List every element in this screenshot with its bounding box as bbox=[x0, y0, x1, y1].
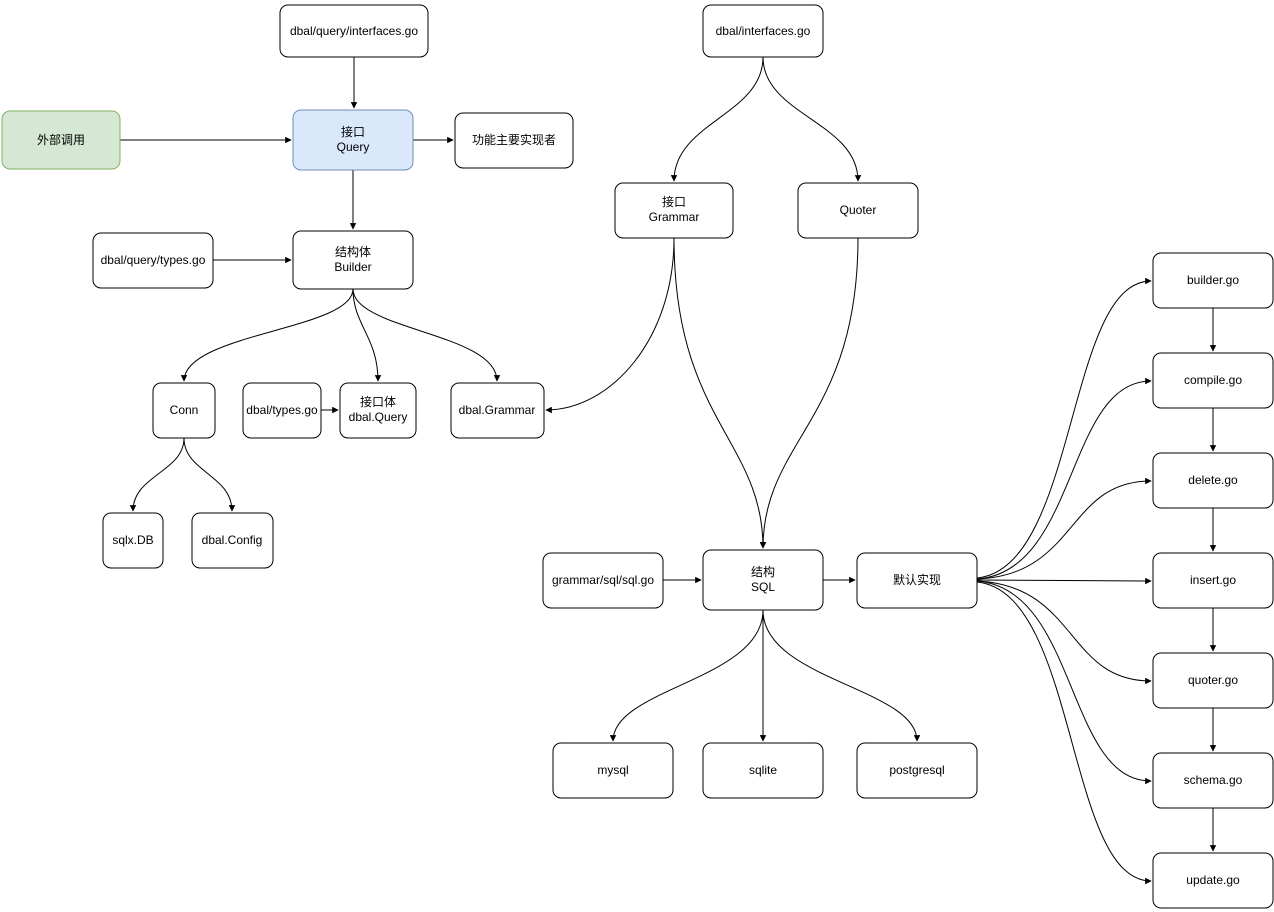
node-conn: Conn bbox=[152, 382, 216, 439]
node-dbal-query-struct-label-line2: dbal.Query bbox=[349, 410, 408, 424]
node-dbal-types-label: dbal/types.go bbox=[246, 403, 318, 417]
node-update-go: update.go bbox=[1152, 852, 1274, 909]
node-dbal-config-label: dbal.Config bbox=[202, 533, 263, 547]
node-builder-struct-label-line2: Builder bbox=[334, 260, 371, 274]
edge-sql-to-postgresql bbox=[762, 609, 921, 742]
node-schema-go-label: schema.go bbox=[1184, 773, 1243, 787]
node-sqlx-db-label: sqlx.DB bbox=[112, 533, 153, 547]
node-delete-go-label: delete.go bbox=[1188, 473, 1238, 487]
edge-grammar-to-sql bbox=[673, 237, 767, 549]
node-default-impl-label: 默认实现 bbox=[893, 572, 941, 587]
edge-quoter-to-sql bbox=[759, 237, 859, 549]
edge-default-impl-to-compile-go bbox=[976, 377, 1152, 580]
node-postgresql-label: postgresql bbox=[889, 763, 944, 777]
node-external-call: 外部调用 bbox=[1, 110, 121, 170]
node-dbal-config: dbal.Config bbox=[191, 512, 274, 569]
node-dbal-query-struct: 接口体 dbal.Query bbox=[339, 382, 417, 439]
node-builder-struct: 结构体 Builder bbox=[292, 230, 414, 290]
node-dbal-grammar: dbal.Grammar bbox=[450, 382, 545, 439]
edge-dbal-interfaces-to-grammar bbox=[670, 56, 764, 182]
node-conn-label: Conn bbox=[170, 403, 199, 417]
node-builder-go-label: builder.go bbox=[1187, 273, 1239, 287]
node-quoter-go-label: quoter.go bbox=[1188, 673, 1238, 687]
node-sql-struct-label-line1: 结构 bbox=[751, 564, 775, 579]
node-compile-go-label: compile.go bbox=[1184, 373, 1242, 387]
node-dbal-query-types-label: dbal/query/types.go bbox=[101, 253, 206, 267]
node-dbal-types: dbal/types.go bbox=[242, 382, 322, 439]
edge-sql-to-mysql bbox=[609, 609, 764, 742]
node-grammar-interface-label-line1: 接口 bbox=[662, 194, 686, 209]
node-default-impl: 默认实现 bbox=[856, 552, 978, 609]
edge-default-impl-to-schema-go bbox=[976, 580, 1152, 785]
node-builder-struct-label-line1: 结构体 bbox=[335, 244, 371, 259]
edge-dbal-interfaces-to-quoter bbox=[762, 56, 862, 182]
node-grammar-sql-go-label: grammar/sql/sql.go bbox=[552, 573, 654, 587]
node-insert-go-label: insert.go bbox=[1190, 573, 1236, 587]
edge-default-impl-to-update-go bbox=[976, 581, 1152, 885]
node-query-interface: 接口 Query bbox=[292, 109, 414, 171]
edge-builder-to-conn bbox=[180, 288, 354, 382]
node-mysql-label: mysql bbox=[597, 763, 628, 777]
edge-builder-to-dbal-grammar bbox=[352, 288, 501, 382]
edges-layer bbox=[120, 56, 1217, 885]
node-main-implementer: 功能主要实现者 bbox=[454, 112, 574, 169]
node-sql-struct-label-line2: SQL bbox=[751, 580, 775, 594]
node-dbal-query-types: dbal/query/types.go bbox=[92, 232, 214, 289]
node-grammar-sql-go: grammar/sql/sql.go bbox=[542, 552, 664, 609]
node-dbal-query-interfaces-label: dbal/query/interfaces.go bbox=[290, 24, 418, 38]
edge-default-impl-to-delete-go bbox=[976, 477, 1152, 580]
edge-default-impl-to-insert-go bbox=[976, 577, 1152, 585]
node-sqlite: sqlite bbox=[702, 742, 824, 799]
edge-default-impl-to-builder-go bbox=[976, 277, 1152, 579]
node-sqlite-label: sqlite bbox=[749, 763, 777, 777]
node-compile-go: compile.go bbox=[1152, 352, 1274, 409]
node-external-call-label: 外部调用 bbox=[37, 132, 85, 147]
node-quoter-go: quoter.go bbox=[1152, 652, 1274, 709]
node-dbal-query-interfaces: dbal/query/interfaces.go bbox=[279, 4, 429, 58]
edge-builder-to-dbal-query-struct bbox=[352, 288, 382, 382]
node-dbal-interfaces-label: dbal/interfaces.go bbox=[716, 24, 811, 38]
node-query-interface-label-line2: Query bbox=[337, 140, 370, 154]
node-dbal-interfaces: dbal/interfaces.go bbox=[702, 4, 824, 58]
node-dbal-grammar-label: dbal.Grammar bbox=[459, 403, 536, 417]
node-quoter: Quoter bbox=[797, 182, 919, 239]
node-postgresql: postgresql bbox=[856, 742, 978, 799]
node-update-go-label: update.go bbox=[1186, 873, 1240, 887]
node-sql-struct: 结构 SQL bbox=[702, 549, 824, 611]
node-query-interface-label-line1: 接口 bbox=[341, 124, 365, 139]
edge-conn-to-dbal-config bbox=[183, 437, 236, 512]
node-dbal-query-struct-label-line1: 接口体 bbox=[360, 394, 396, 409]
node-sqlx-db: sqlx.DB bbox=[102, 512, 164, 569]
edge-default-impl-to-quoter-go bbox=[976, 580, 1152, 685]
node-schema-go: schema.go bbox=[1152, 752, 1274, 809]
node-grammar-interface: 接口 Grammar bbox=[614, 182, 734, 239]
edge-conn-to-sqlx-db bbox=[129, 437, 185, 512]
node-insert-go: insert.go bbox=[1152, 552, 1274, 609]
node-builder-go: builder.go bbox=[1152, 252, 1274, 309]
edge-grammar-to-dbal-grammar bbox=[545, 237, 675, 414]
node-delete-go: delete.go bbox=[1152, 452, 1274, 509]
node-main-implementer-label: 功能主要实现者 bbox=[472, 132, 556, 147]
nodes-layer: dbal/query/interfaces.go 外部调用 接口 Query 功… bbox=[1, 4, 1274, 909]
node-mysql: mysql bbox=[552, 742, 674, 799]
node-grammar-interface-label-line2: Grammar bbox=[649, 210, 700, 224]
node-quoter-label: Quoter bbox=[840, 203, 877, 217]
